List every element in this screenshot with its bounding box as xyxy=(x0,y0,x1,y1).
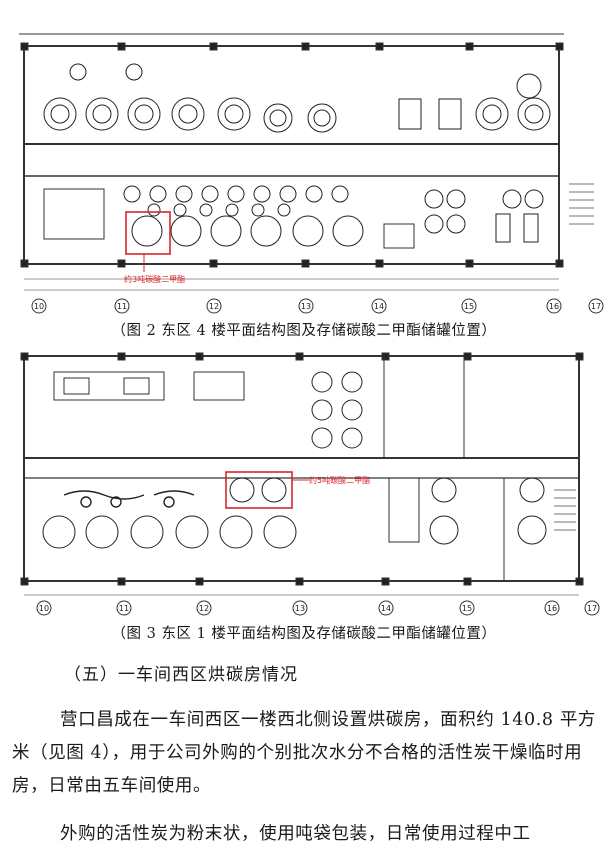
axis-label: 16 xyxy=(549,302,559,311)
axis-label: 13 xyxy=(295,604,305,613)
axis-label: 11 xyxy=(117,302,127,311)
axis-label: 14 xyxy=(381,604,391,613)
highlight-box xyxy=(125,211,171,255)
section-heading: （五）一车间西区烘碳房情况 xyxy=(64,665,298,685)
paragraph-text: 营口昌成在一车间西区一楼西北侧设置烘碳房，面积约 140.8 平方米（见图 4）… xyxy=(12,710,597,796)
paragraph: 外购的活性炭为粉末状，使用吨袋包装，日常使用过程中工 xyxy=(12,818,598,851)
axis-label: 15 xyxy=(464,302,474,311)
paragraph-text: 外购的活性炭为粉末状，使用吨袋包装，日常使用过程中工 xyxy=(60,824,531,844)
highlight-box xyxy=(225,471,293,509)
axis-label: 17 xyxy=(591,302,601,311)
axis-label: 17 xyxy=(587,604,597,613)
axis-label: 12 xyxy=(199,604,209,613)
axis-label: 11 xyxy=(119,604,129,613)
axis-label: 10 xyxy=(34,302,44,311)
axis-label: 15 xyxy=(462,604,472,613)
axis-label: 12 xyxy=(209,302,219,311)
figure-2-caption: （图 2 东区 4 楼平面结构图及存储碳酸二甲酯储罐位置） xyxy=(111,323,497,339)
tank-annotation: 约5吨碳酸二甲酯 xyxy=(309,475,370,485)
axis-label: 16 xyxy=(547,604,557,613)
axis-label: 13 xyxy=(301,302,311,311)
floor-plan-figure-2: 约3吨碳酸二甲酯 10 11 12 13 14 15 16 17 xyxy=(19,33,604,314)
axis-label: 14 xyxy=(374,302,384,311)
figure-3-caption: （图 3 东区 1 楼平面结构图及存储碳酸二甲酯储罐位置） xyxy=(111,626,497,642)
floor-plan-figure-3: 约5吨碳酸二甲酯 10 11 12 13 14 15 16 17 xyxy=(20,352,600,616)
paragraph: 营口昌成在一车间西区一楼西北侧设置烘碳房，面积约 140.8 平方米（见图 4）… xyxy=(12,704,598,803)
tank-annotation: 约3吨碳酸二甲酯 xyxy=(124,274,185,284)
axis-label: 10 xyxy=(39,604,49,613)
